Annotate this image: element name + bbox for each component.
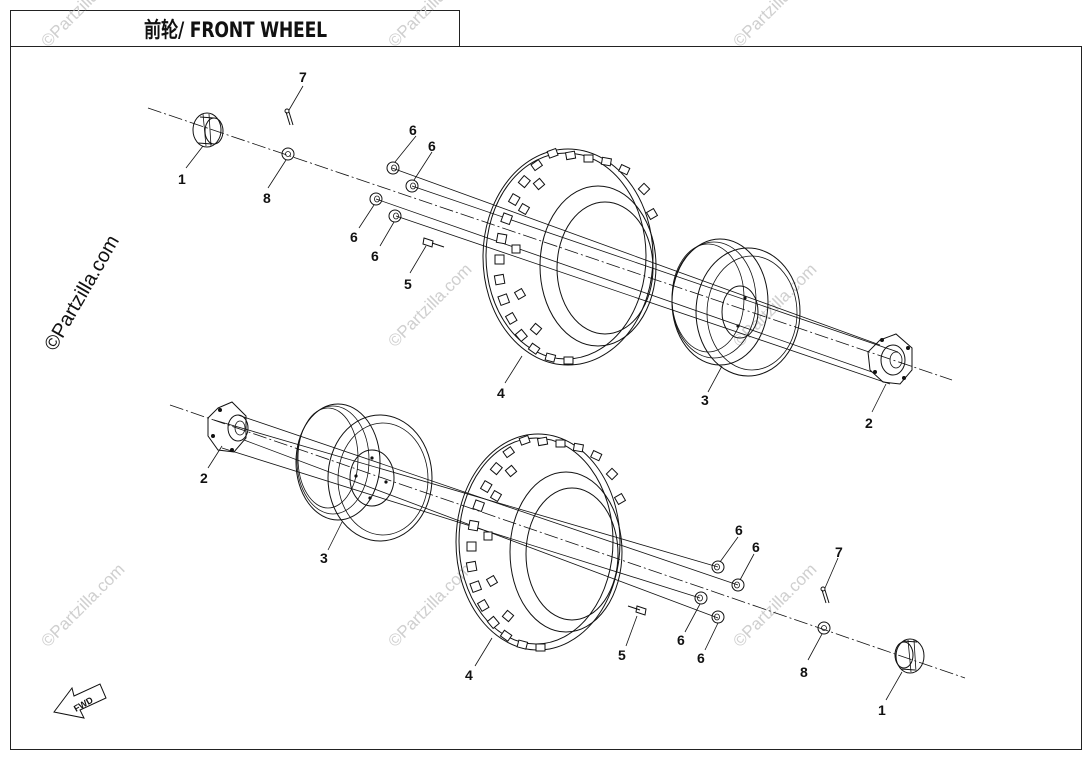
callout-labels: 1 2 3 4 5 6 6 6 6 7 8 xyxy=(200,470,886,718)
top-assembly: 1 2 3 4 5 6 6 6 6 7 8 xyxy=(147,69,953,431)
castle-nut xyxy=(281,147,295,161)
title-box: 前轮/ FRONT WHEEL xyxy=(10,10,460,47)
projection-line xyxy=(391,167,881,346)
callout-label: 3 xyxy=(701,392,709,408)
wheel-nut xyxy=(711,560,725,574)
callout-label: 6 xyxy=(350,229,358,245)
axis-line xyxy=(169,404,966,679)
callout-label: 1 xyxy=(878,702,886,718)
projection-line xyxy=(213,419,719,568)
tire xyxy=(455,433,627,652)
wheel-nut xyxy=(405,179,419,193)
callout-label: 6 xyxy=(371,248,379,264)
castle-nut xyxy=(817,621,831,635)
watermark: ©Partzilla.com xyxy=(384,260,475,351)
wheel-nut xyxy=(369,192,383,206)
callout-label: 2 xyxy=(865,415,873,431)
callout-label: 4 xyxy=(465,667,473,683)
callout-label: 6 xyxy=(752,539,760,555)
watermark: ©Partzilla.com xyxy=(384,0,475,51)
callout-label: 8 xyxy=(800,664,808,680)
callout-label: 8 xyxy=(263,190,271,206)
tire xyxy=(482,147,659,366)
cotter-pin xyxy=(820,586,830,604)
tread-pattern xyxy=(493,147,659,365)
valve-stem xyxy=(422,237,445,248)
page-title: 前轮/ FRONT WHEEL xyxy=(143,17,327,42)
callout-label: 6 xyxy=(409,122,417,138)
callout-labels: 1 2 3 4 5 6 6 6 6 7 8 xyxy=(178,69,873,431)
watermarks: ©Partzilla.com ©Partzilla.com ©Partzilla… xyxy=(37,0,820,651)
callout-label: 6 xyxy=(735,522,743,538)
callout-label: 7 xyxy=(835,544,843,560)
callout-label: 5 xyxy=(618,647,626,663)
leader-lines xyxy=(185,85,887,413)
watermark: ©Partzilla.com xyxy=(37,560,128,651)
watermark: ©Partzilla.com xyxy=(729,0,820,51)
leader-lines xyxy=(207,445,903,701)
callout-label: 2 xyxy=(200,470,208,486)
tread-pattern xyxy=(465,434,627,652)
wheel-nut xyxy=(388,209,402,223)
callout-label: 6 xyxy=(428,138,436,154)
cotter-pin xyxy=(284,108,294,126)
bottom-assembly: 1 2 3 4 5 6 6 6 6 7 8 xyxy=(169,401,966,718)
callout-label: 5 xyxy=(404,276,412,292)
projection-line xyxy=(237,414,739,586)
watermark: ©Partzilla.com xyxy=(384,560,475,651)
wheel-rim xyxy=(671,238,801,377)
valve-stem xyxy=(627,605,647,616)
watermark: ©Partzilla.com xyxy=(37,0,128,51)
projection-line xyxy=(395,215,891,385)
wheel-hub xyxy=(867,333,913,385)
axle-nut-cap xyxy=(894,638,925,674)
wheel-rim xyxy=(295,403,433,542)
callout-label: 6 xyxy=(677,632,685,648)
callout-label: 3 xyxy=(320,550,328,566)
wheel-nut xyxy=(694,591,708,605)
callout-label: 6 xyxy=(697,650,705,666)
wheel-nut xyxy=(711,610,725,624)
projection-line xyxy=(375,198,873,373)
diagram-frame xyxy=(10,46,1082,750)
callout-label: 4 xyxy=(497,385,505,401)
projection-line xyxy=(243,439,719,619)
wheel-nut xyxy=(731,578,745,592)
axle-nut-cap xyxy=(192,112,224,148)
wheel-hub xyxy=(207,401,249,453)
watermark-large: ©Partzilla.com xyxy=(40,232,124,355)
forward-arrow-icon: FWD xyxy=(53,683,107,719)
callout-label: 7 xyxy=(299,69,307,85)
watermark: ©Partzilla.com xyxy=(729,560,820,651)
callout-label: 1 xyxy=(178,171,186,187)
wheel-nut xyxy=(386,161,400,175)
fwd-label: FWD xyxy=(72,695,95,714)
axis-line xyxy=(147,107,953,381)
